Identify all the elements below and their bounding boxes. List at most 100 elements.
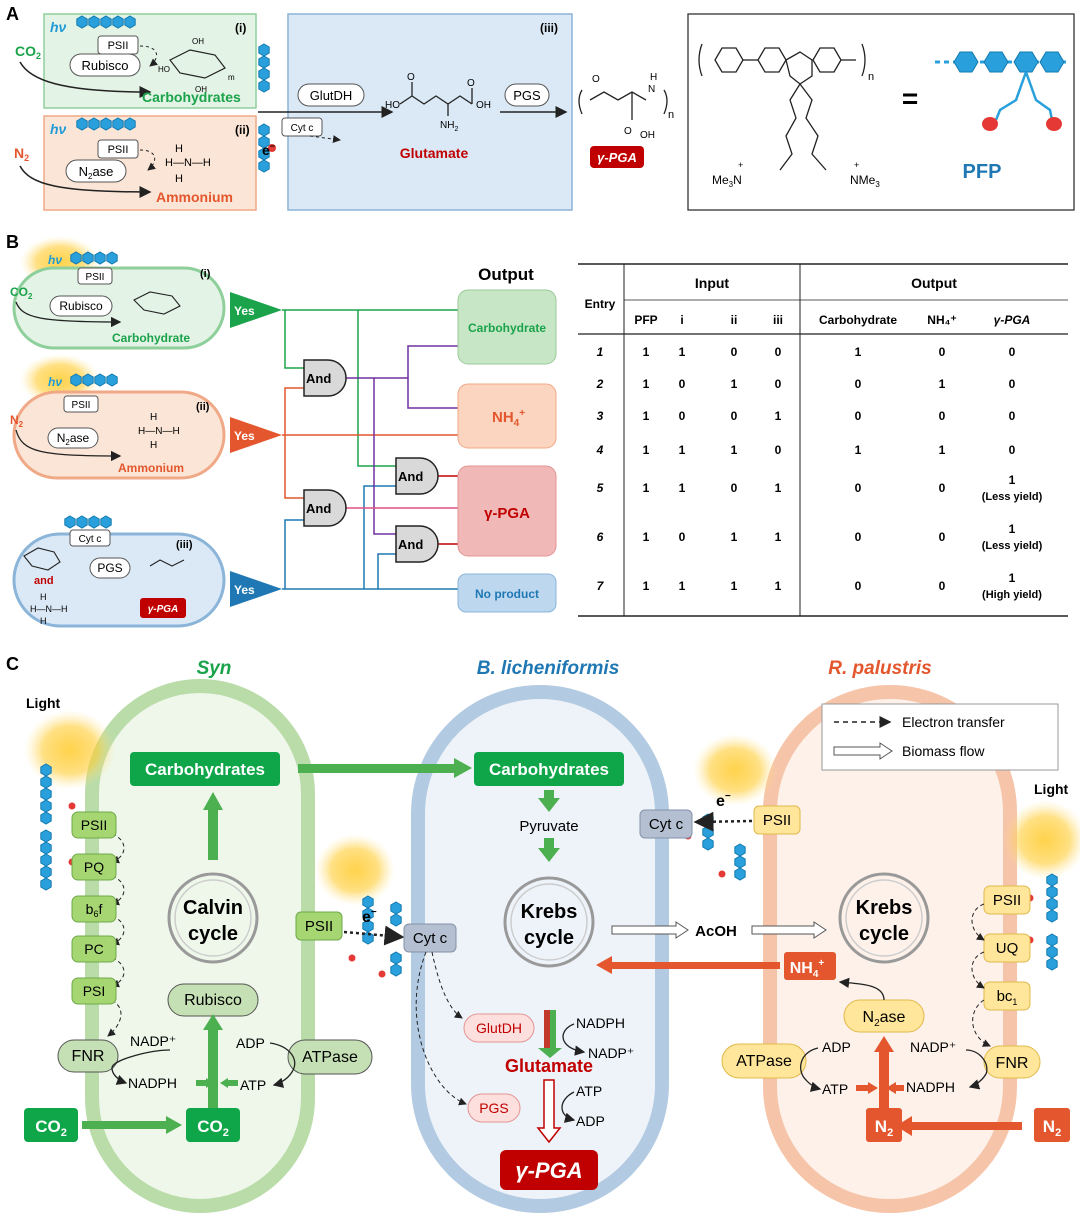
psii-box-b-ii — [63, 395, 99, 413]
svg-text:OH: OH — [192, 37, 204, 46]
table-cell: 1 — [731, 443, 738, 457]
syn-nadph-label: NADPH — [128, 1075, 177, 1091]
co2-label-i: CO2 — [15, 43, 41, 61]
n2-label-ii: N2 — [14, 145, 29, 163]
table-gpga-cell: 1 — [1009, 473, 1016, 487]
syn-green-arrows — [196, 792, 238, 1110]
rpal-n2-int-box — [866, 1108, 902, 1142]
n2ase-to-nh4-arrow — [838, 977, 885, 1001]
svg-text:OH: OH — [640, 130, 655, 141]
syn-co2-int-label: CO2 — [197, 1117, 229, 1139]
syn-pq-label: PQ — [84, 859, 104, 875]
table-entry-cell: 5 — [597, 481, 604, 495]
cytc-to-pgs-arrow — [415, 951, 467, 1106]
rpal-nadph-label: NADPH — [906, 1079, 955, 1095]
table-subheader: ii — [731, 313, 738, 327]
n2ase-box-b — [47, 427, 99, 449]
cell-i-label: Carbohydrate — [112, 331, 190, 345]
psii-box-b-i — [77, 267, 113, 285]
n2-b: N2 — [10, 413, 24, 429]
glucose-ring-b-iii — [23, 547, 61, 571]
rpal-psii-ext-label: PSII — [763, 812, 791, 829]
calvin-cycle-inner — [174, 879, 252, 957]
rpal-psii-box — [983, 885, 1031, 915]
n2ase-label-b: N2ase — [57, 431, 90, 447]
table-cell: 0 — [855, 377, 862, 391]
table-cell: 0 — [775, 443, 782, 457]
svg-text:H—N—H: H—N—H — [30, 604, 68, 614]
acoh-arrow-right — [751, 921, 827, 939]
rpal-atpase-box — [721, 1043, 807, 1079]
syn-pc-label: PC — [84, 941, 103, 957]
syn-atp-label: ATP — [240, 1077, 266, 1093]
legend-box — [821, 703, 1059, 771]
syn-psi-box — [71, 977, 117, 1005]
output-gpga-box — [457, 465, 557, 557]
blich-carbohydrates-label: Carbohydrates — [489, 760, 609, 779]
blich-nadp-label: NADP⁺ — [588, 1045, 634, 1061]
syn-carbohydrates-label: Carbohydrates — [145, 760, 265, 779]
hv-label-ii: hν — [50, 121, 67, 137]
pgs-box-c — [467, 1093, 521, 1123]
syn-title: Syn — [197, 658, 232, 679]
cell-i-num: (i) — [200, 268, 211, 280]
output-carbohydrate-label: Carbohydrate — [468, 321, 546, 335]
rpal-etc-chain — [971, 903, 991, 1047]
syn-pq-box — [71, 853, 117, 881]
table-cell: 0 — [731, 481, 738, 495]
table-subheader: γ-PGA — [994, 313, 1031, 327]
table-entry-cell: 4 — [596, 443, 604, 457]
ammonium-structure-a: H H—N—H H — [165, 143, 211, 185]
box-i-num: (i) — [235, 21, 246, 35]
table-cell: 1 — [643, 481, 650, 495]
krebs-ring-rpal-inner — [845, 879, 923, 957]
blich-nadph-label: NADPH — [576, 1015, 625, 1031]
syn-psi-label: PSI — [83, 983, 106, 999]
polymer-chain-a — [258, 43, 276, 173]
light-burst-syn — [24, 710, 116, 790]
table-cell: 1 — [731, 579, 738, 593]
plus-right: + — [854, 160, 859, 170]
polymer-icon-i — [76, 15, 136, 29]
syn-b6f-label: b6f — [86, 901, 103, 919]
rpal-orange-arrows — [856, 1036, 1022, 1136]
pgs-label-a: PGS — [513, 88, 541, 103]
table-cell: 0 — [855, 579, 862, 593]
light-label-right: Light — [1034, 781, 1069, 797]
calvin-label-1: Calvin — [183, 897, 243, 919]
box-ii-num: (ii) — [235, 123, 250, 137]
cytc-box-a — [281, 117, 323, 137]
syn-rubisco-label: Rubisco — [184, 992, 242, 1009]
rpal-n2-int-label: N2 — [875, 1117, 893, 1139]
yes-triangle-orange — [230, 417, 282, 453]
rpal-psii-ext-box — [753, 805, 801, 835]
table-gpga-cell: 1 — [1009, 571, 1016, 585]
acoh-label: AcOH — [695, 923, 737, 940]
table-cell: 1 — [679, 345, 686, 359]
glutdh-label-c: GlutDH — [476, 1020, 522, 1036]
svg-text:H: H — [40, 616, 47, 626]
table-cell: 1 — [731, 530, 738, 544]
blich-nadph-arrow — [562, 1023, 586, 1056]
syn-atpase-label: ATPase — [302, 1049, 358, 1066]
pyruvate-label: Pyruvate — [519, 818, 578, 835]
table-subheader: iii — [773, 313, 783, 327]
krebs-rpal-label-1: Krebs — [856, 897, 913, 919]
svg-text:H: H — [650, 72, 657, 83]
light-label-left: Light — [26, 695, 61, 711]
svg-text:H: H — [150, 440, 157, 451]
table-entry-cell: 1 — [597, 345, 604, 359]
table-cell: 1 — [643, 377, 650, 391]
glutamate-nh2: NH2 — [440, 120, 458, 133]
panel-label-b: B — [6, 232, 19, 252]
table-cell: 0 — [679, 530, 686, 544]
table-cell: 0 — [731, 345, 738, 359]
table-output-header: Output — [911, 275, 957, 291]
table-subheader: Carbohydrate — [819, 313, 897, 327]
and-gate-1-label: And — [306, 371, 331, 386]
table-cell: 1 — [679, 481, 686, 495]
and-gate-4 — [395, 525, 439, 563]
glutamate-label-c: Glutamate — [505, 1056, 593, 1076]
